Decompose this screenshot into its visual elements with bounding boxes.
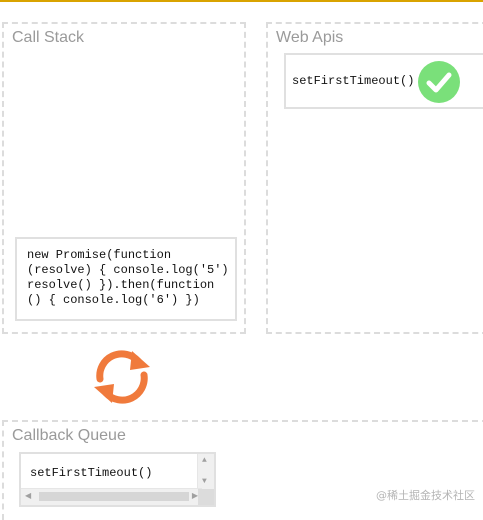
call-stack-title: Call Stack xyxy=(12,29,85,46)
web-apis-panel: Web Apis setFirstTimeout() xyxy=(266,22,483,334)
watermark: @稀土掘金技术社区 xyxy=(376,489,475,502)
scrollbar-corner xyxy=(198,489,214,505)
vertical-scrollbar[interactable]: ▲ ▼ xyxy=(197,454,214,492)
horizontal-scrollbar[interactable]: ◀ ▶ xyxy=(21,488,202,505)
check-icon xyxy=(418,61,460,103)
scroll-up-icon[interactable]: ▲ xyxy=(202,456,207,465)
top-accent-bar xyxy=(0,0,483,2)
web-api-task-card: setFirstTimeout() xyxy=(284,53,483,109)
callback-queue-list[interactable]: setFirstTimeout() ▲ ▼ ◀ ▶ xyxy=(19,452,216,507)
call-stack-frame: new Promise(function (resolve) { console… xyxy=(15,237,237,321)
callback-queue-panel: Callback Queue setFirstTimeout() ▲ ▼ ◀ ▶ xyxy=(2,420,483,520)
callback-queue-title: Callback Queue xyxy=(12,427,126,444)
scroll-left-icon[interactable]: ◀ xyxy=(25,492,32,501)
horizontal-scroll-thumb[interactable] xyxy=(39,492,189,501)
web-apis-title: Web Apis xyxy=(276,29,344,46)
scroll-right-icon[interactable]: ▶ xyxy=(191,492,198,501)
web-api-task-label: setFirstTimeout() xyxy=(292,74,415,88)
callback-queue-item: setFirstTimeout() xyxy=(30,466,153,480)
refresh-cycle-icon xyxy=(94,350,150,404)
scroll-down-icon[interactable]: ▼ xyxy=(202,477,207,486)
call-stack-panel: Call Stack new Promise(function (resolve… xyxy=(2,22,246,334)
